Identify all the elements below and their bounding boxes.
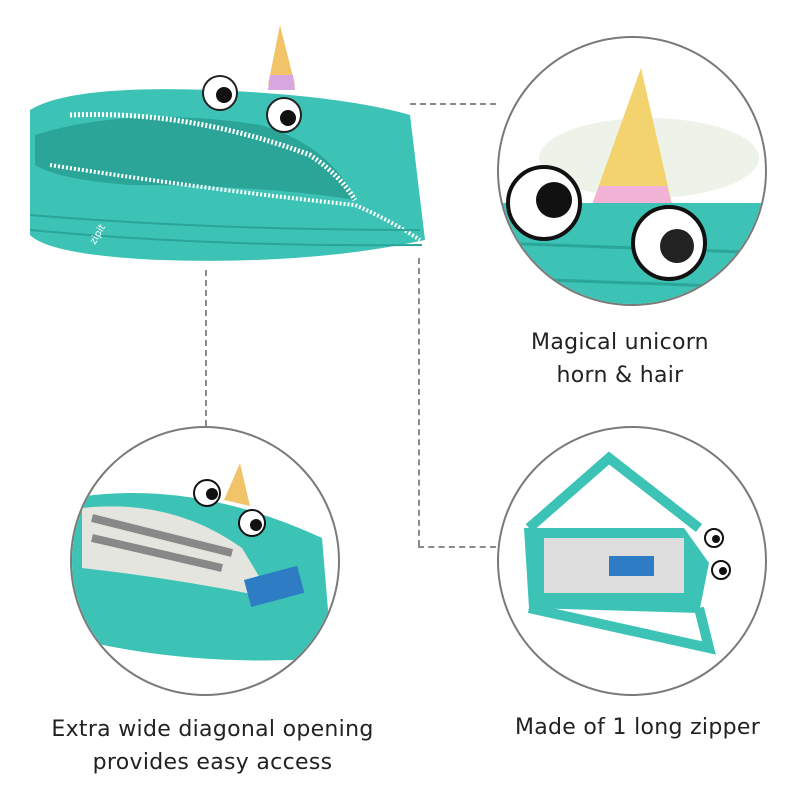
caption-line: Made of 1 long zipper xyxy=(514,715,761,740)
connector-line xyxy=(418,258,420,546)
caption-line: horn & hair xyxy=(556,363,684,388)
horn-detail-circle xyxy=(497,36,767,306)
zipper-caption: Made of 1 long zipper xyxy=(490,711,785,744)
horn-caption: Magical unicorn horn & hair xyxy=(490,326,750,392)
connector-line xyxy=(410,103,496,105)
connector-line xyxy=(205,270,207,426)
connector-line xyxy=(418,546,496,548)
zipper-detail-circle xyxy=(497,426,767,696)
main-pouch-image: zipit xyxy=(29,25,425,261)
caption-line: Extra wide diagonal opening xyxy=(51,717,374,742)
opening-caption: Extra wide diagonal opening provides eas… xyxy=(20,713,405,779)
caption-line: provides easy access xyxy=(92,750,333,775)
caption-line: Magical unicorn xyxy=(531,330,709,355)
opening-detail-circle xyxy=(70,426,340,696)
